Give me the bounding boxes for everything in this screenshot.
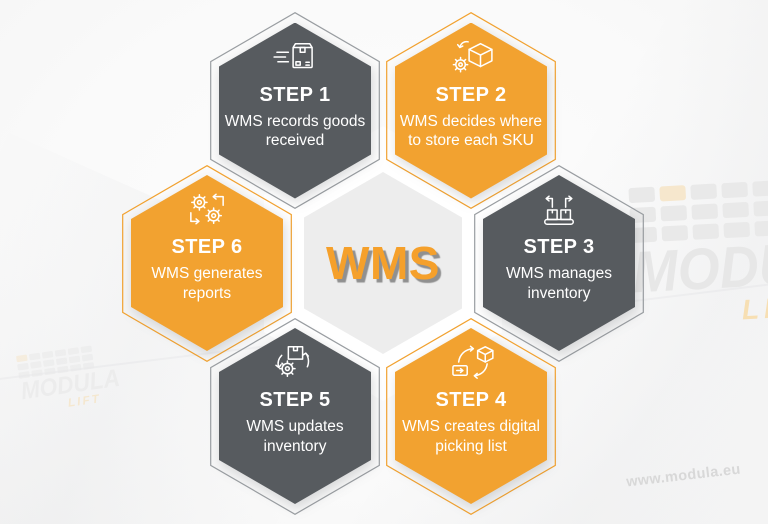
- hexagon-outline: [122, 164, 292, 362]
- step-description: WMS records goods received: [224, 112, 366, 150]
- hexagon-outline: [210, 12, 380, 209]
- fast-delivery-box-icon: [271, 37, 319, 77]
- step-2-hexagon: STEP 2 WMS decides where to store each S…: [386, 12, 556, 209]
- step-description: WMS manages inventory: [506, 265, 612, 302]
- step-title: STEP 1: [259, 83, 331, 106]
- hexagon-outline: [474, 164, 644, 362]
- hexagon-outline: [386, 317, 556, 515]
- box-gear-refresh-icon: [271, 342, 319, 382]
- step-3-hexagon: STEP 3 WMS manages inventory: [474, 164, 644, 362]
- website-url-watermark: www.modula.eu: [625, 461, 742, 491]
- step-title: STEP 5: [259, 389, 331, 411]
- hexagon-outline: [210, 317, 380, 515]
- hexagon-outline: [386, 12, 556, 209]
- step-title: STEP 4: [435, 389, 507, 411]
- step-title: STEP 2: [435, 83, 507, 106]
- modula-logo-watermark: MODULA LIFT: [628, 176, 768, 331]
- step-description: WMS updates inventory: [246, 418, 344, 455]
- modula-logo-grid: [628, 178, 768, 244]
- box-gear-arrow-icon: [447, 37, 495, 77]
- gears-arrows-icon: [183, 189, 231, 229]
- step-6-hexagon: STEP 6 WMS generates reports: [122, 164, 292, 362]
- step-title: STEP 3: [523, 236, 595, 258]
- step-description: WMS decides where to store each SKU: [399, 112, 543, 150]
- boxes-platform-arrows-icon: [535, 189, 583, 229]
- step-title: STEP 6: [171, 236, 243, 258]
- step-1-hexagon: STEP 1 WMS records goods received: [210, 12, 380, 209]
- step-4-hexagon: STEP 4 WMS creates digital picking list: [386, 317, 556, 515]
- modula-lift-text: LIFT: [66, 391, 102, 410]
- modula-logo-watermark-small: MODULA LIFT: [16, 343, 122, 416]
- step-description: WMS creates digital picking list: [402, 418, 540, 455]
- wms-label: WMS: [326, 237, 440, 289]
- step-5-hexagon: STEP 5 WMS updates inventory: [210, 317, 380, 515]
- modula-brand-text: MODULA: [19, 364, 122, 405]
- hand-box-cycle-icon: [447, 342, 495, 382]
- modula-logo-grid: [16, 345, 97, 379]
- center-wms-hexagon: WMS: [304, 172, 462, 354]
- step-description: WMS generates reports: [151, 265, 263, 302]
- modula-brand-text: MODULA: [631, 228, 768, 306]
- modula-lift-text: LIFT: [741, 289, 768, 325]
